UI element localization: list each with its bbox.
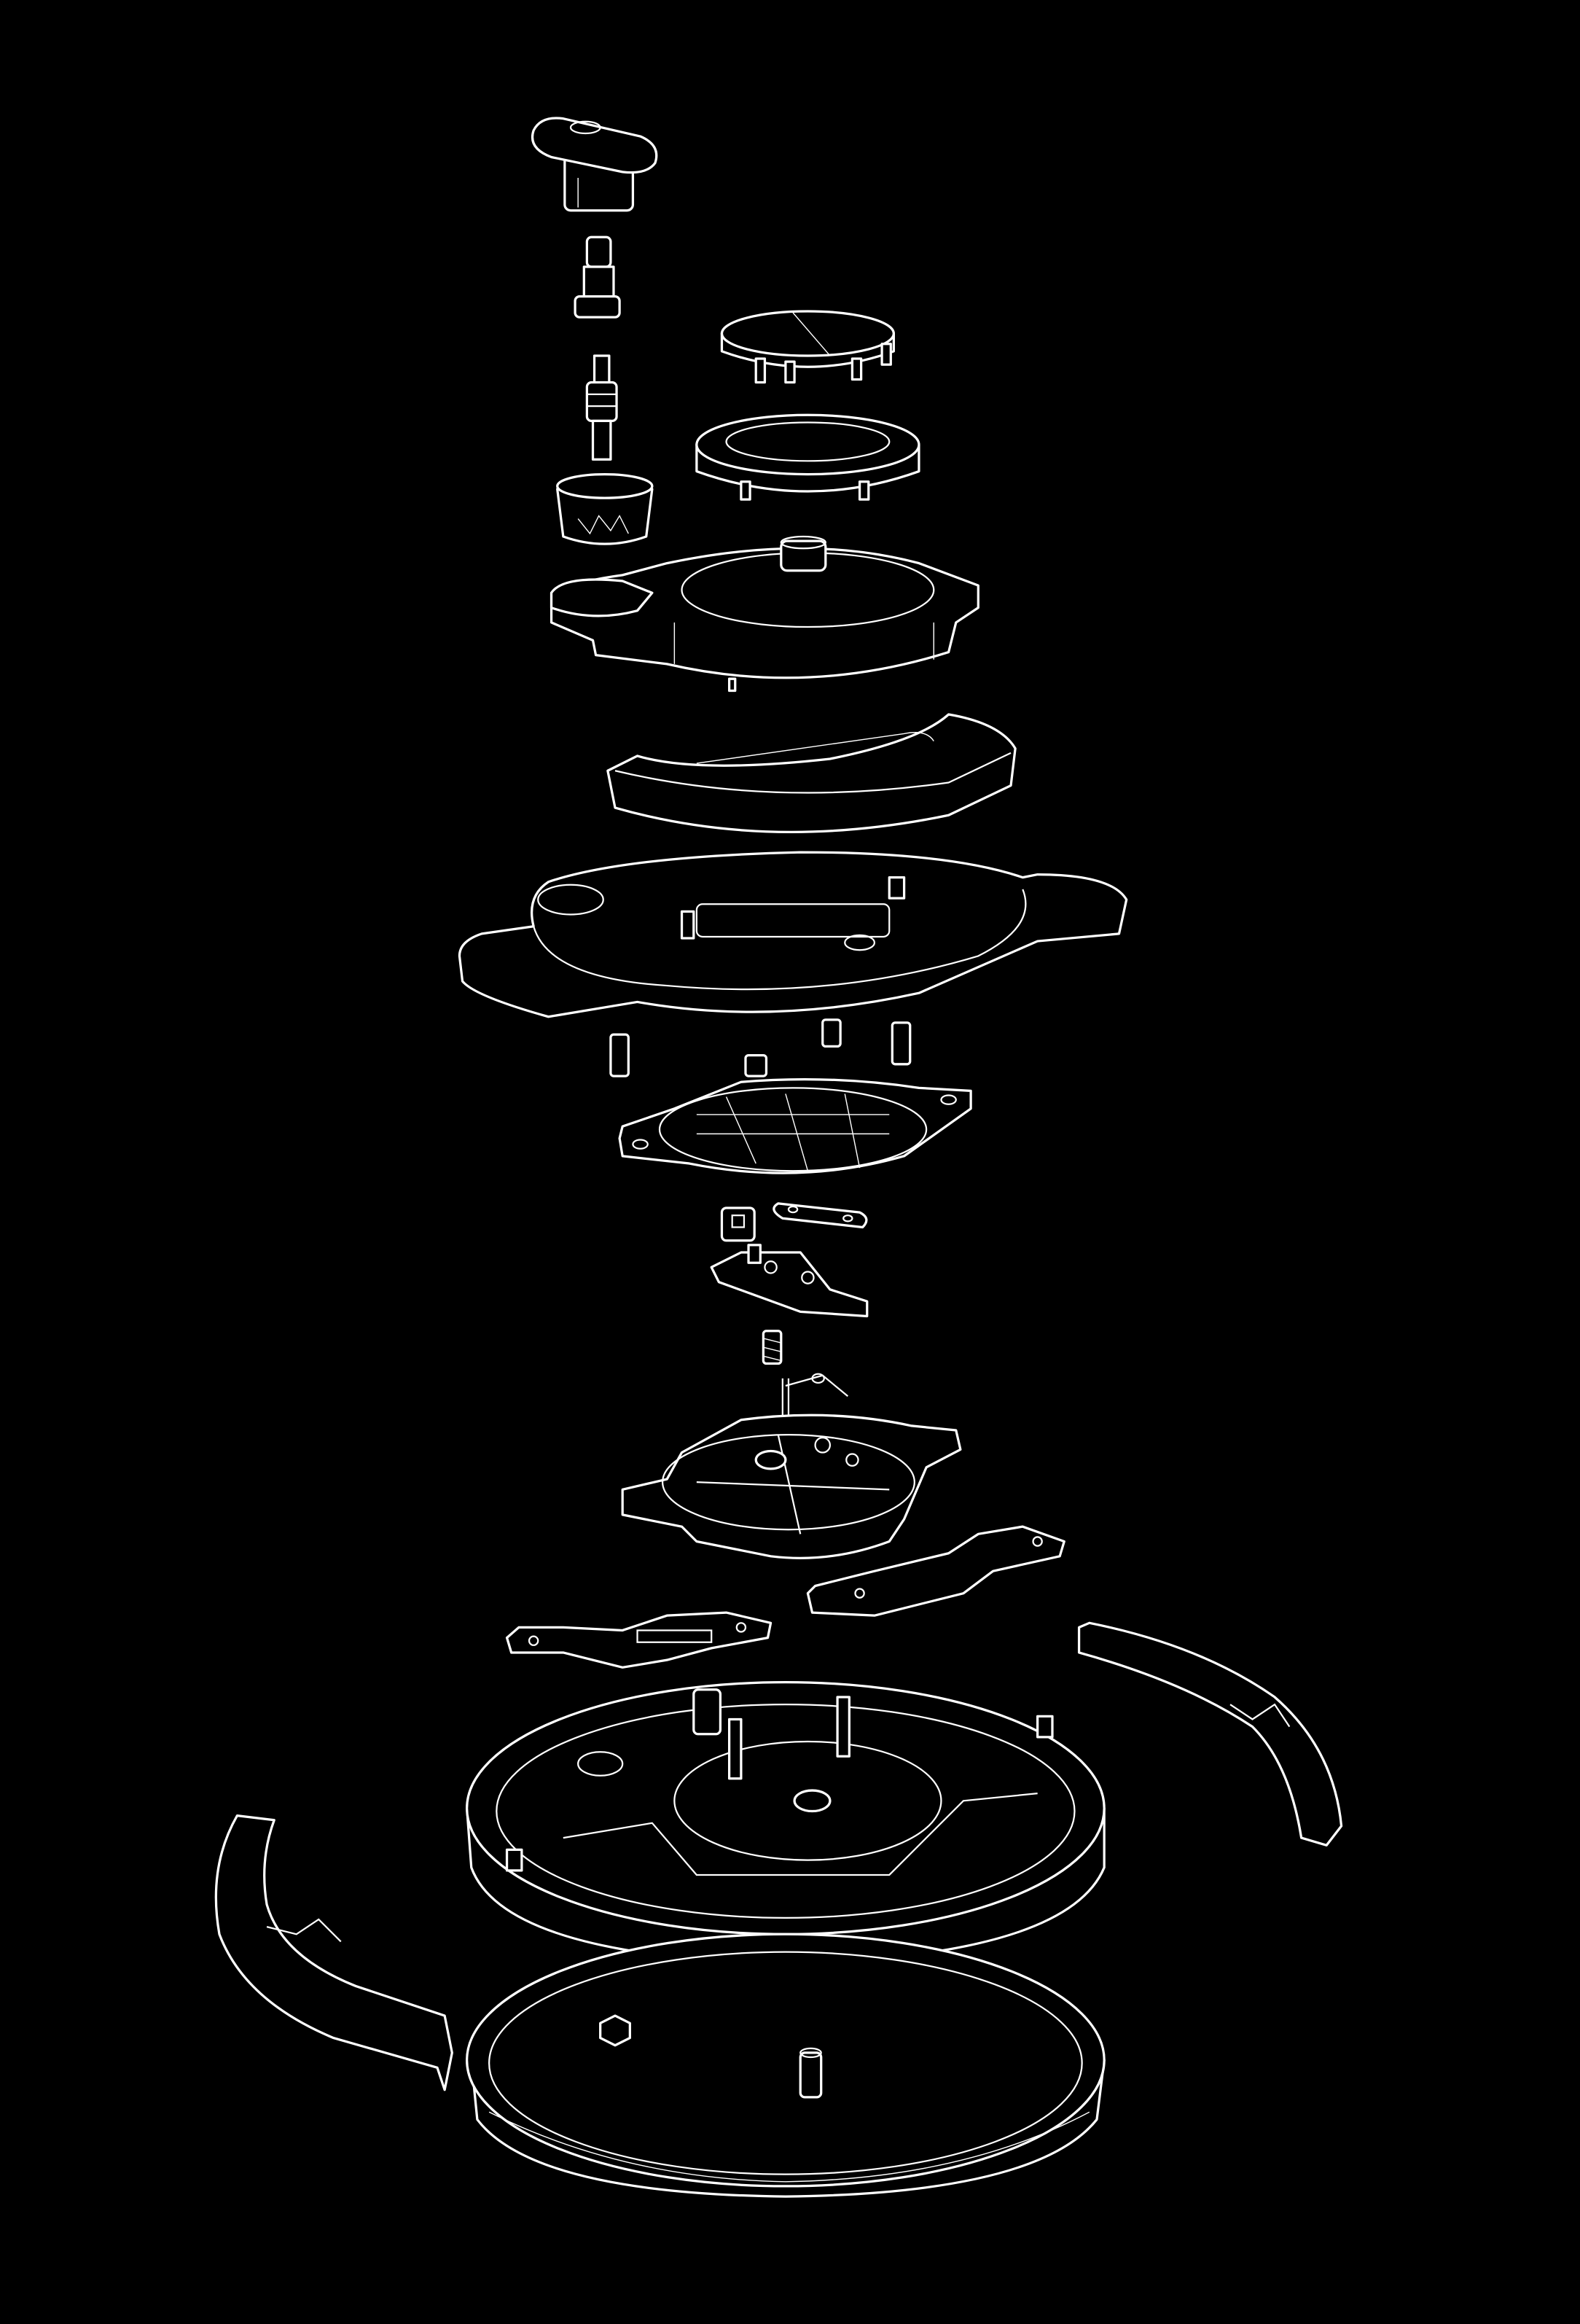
main-base-part	[466, 1681, 1106, 1965]
ring-part	[695, 413, 920, 501]
left-bracket-part	[505, 1611, 773, 1669]
knob-part	[531, 117, 658, 212]
bracket-part	[710, 1244, 869, 1318]
right-arc-part	[1077, 1621, 1343, 1847]
small-block-part	[720, 1206, 756, 1242]
main-plate-part	[458, 851, 1128, 1018]
posts-part	[609, 1018, 912, 1077]
pin-part	[574, 235, 621, 319]
small-link-part	[773, 1202, 868, 1229]
bottom-ring-part	[466, 1933, 1106, 2198]
right-bracket-part	[806, 1525, 1065, 1617]
mechanism-base-part	[621, 1413, 962, 1559]
grill-plate-part	[618, 1077, 972, 1174]
cap-disk-part	[720, 310, 895, 384]
lid-housing-part	[550, 535, 979, 693]
arc-handle-part	[606, 713, 1017, 833]
spring-part	[762, 1330, 783, 1365]
cup-part	[556, 472, 654, 545]
left-arc-part	[214, 1814, 453, 2091]
spring-stem-part	[585, 354, 618, 461]
